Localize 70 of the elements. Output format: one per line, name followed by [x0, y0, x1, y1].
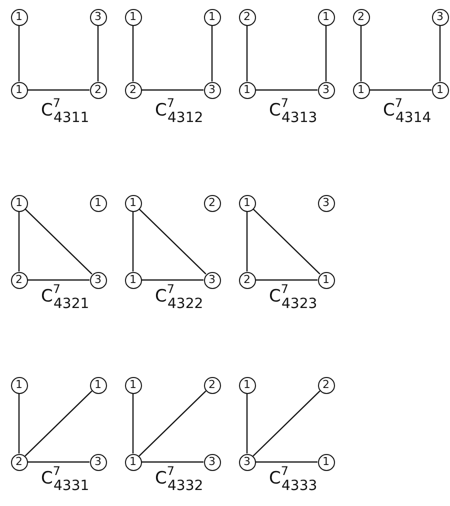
vertex-circle: 1: [432, 82, 448, 98]
vertex-circle: 1: [204, 8, 220, 26]
vertex-circle: 1: [10, 8, 28, 26]
vertex-circle: 3: [204, 454, 220, 470]
edge-line: [370, 89, 432, 91]
vertex-circle: 1: [124, 272, 142, 288]
vertex-circle: 1: [124, 376, 142, 394]
edge-line: [325, 26, 327, 82]
vertex-circle: 2: [352, 8, 370, 26]
vertex-circle: 3: [204, 272, 220, 288]
vertex-circle: 1: [10, 194, 28, 212]
vertex-circle: 3: [432, 8, 448, 26]
edge-line: [211, 26, 213, 82]
vertex-circle: 3: [318, 82, 334, 98]
vertex-circle: 3: [238, 454, 256, 470]
edge-line: [97, 26, 99, 82]
vertex-circle: 3: [90, 454, 106, 470]
vertex-circle: 2: [204, 376, 220, 394]
vertex-circle: 1: [238, 376, 256, 394]
edge-line: [256, 461, 318, 463]
vertex-circle: 1: [90, 194, 106, 212]
vertex-circle: 1: [238, 82, 256, 98]
edge-line: [256, 279, 318, 281]
vertex-circle: 1: [318, 454, 334, 470]
edge-line: [28, 461, 90, 463]
edge-line: [24, 390, 92, 456]
edge-line: [18, 26, 20, 82]
vertex-circle: 2: [10, 454, 28, 470]
vertex-circle: 1: [318, 272, 334, 288]
vertex-circle: 2: [204, 194, 220, 212]
vertex-circle: 1: [238, 194, 256, 212]
edge-line: [246, 394, 248, 454]
vertex-circle: 2: [318, 376, 334, 394]
vertex-circle: 3: [90, 8, 106, 26]
edge-line: [132, 394, 134, 454]
edge-line: [18, 212, 20, 272]
edge-line: [246, 26, 248, 82]
edge-line: [24, 208, 92, 274]
edge-line: [138, 390, 206, 456]
vertex-circle: 2: [124, 82, 142, 98]
vertex-circle: 1: [10, 82, 28, 98]
edge-line: [360, 26, 362, 82]
edge-line: [18, 394, 20, 454]
vertex-circle: 3: [90, 272, 106, 288]
edge-line: [132, 212, 134, 272]
vertex-circle: 3: [204, 82, 220, 98]
edge-line: [252, 390, 320, 456]
vertex-circle: 1: [10, 376, 28, 394]
edge-line: [138, 208, 206, 274]
edge-line: [28, 279, 90, 281]
edge-line: [142, 279, 204, 281]
vertex-circle: 2: [10, 272, 28, 288]
edge-line: [28, 89, 90, 91]
edge-line: [252, 208, 320, 274]
vertex-circle: 1: [352, 82, 370, 98]
vertex-circle: 1: [124, 8, 142, 26]
vertex-circle: 2: [238, 8, 256, 26]
edge-line: [256, 89, 318, 91]
edge-line: [439, 26, 441, 82]
vertex-circle: 2: [238, 272, 256, 288]
edge-line: [142, 461, 204, 463]
vertex-circle: 2: [90, 82, 106, 98]
edge-line: [142, 89, 204, 91]
edge-line: [132, 26, 134, 82]
edge-line: [246, 212, 248, 272]
vertex-circle: 3: [318, 194, 334, 212]
vertex-circle: 1: [124, 194, 142, 212]
vertex-circle: 1: [124, 454, 142, 470]
vertex-circle: 1: [318, 8, 334, 26]
vertex-circle: 1: [90, 376, 106, 394]
